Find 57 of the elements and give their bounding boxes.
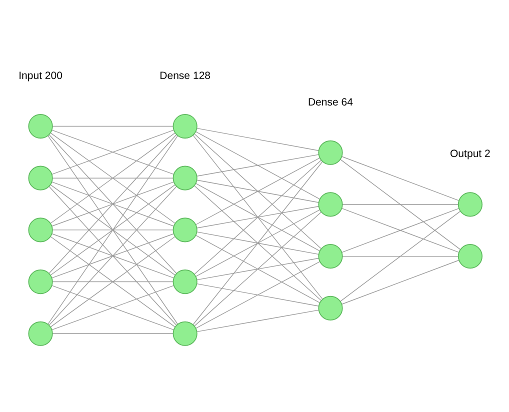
connector — [196, 283, 320, 306]
connector — [342, 204, 459, 205]
connector — [192, 134, 323, 300]
node-circle — [172, 269, 198, 294]
connector — [341, 208, 460, 253]
node-circle — [172, 321, 198, 346]
label: Input 200 — [18, 70, 63, 82]
connector — [48, 186, 177, 326]
connector — [52, 333, 174, 334]
label: Dense 64 — [308, 96, 354, 108]
connector — [196, 310, 320, 332]
node-circle — [318, 244, 343, 269]
node-circle — [458, 244, 482, 269]
connector — [196, 128, 320, 151]
node-circle — [28, 166, 53, 190]
connector — [196, 258, 320, 280]
node-circle — [172, 218, 198, 242]
connector — [52, 126, 174, 127]
connector — [195, 158, 320, 225]
node-circle — [172, 166, 198, 190]
label: Dense 128 — [160, 70, 211, 82]
connector — [340, 211, 460, 302]
label: Output 2 — [450, 148, 490, 160]
connector — [195, 261, 320, 329]
connector — [194, 212, 322, 326]
connector — [341, 156, 460, 201]
connector — [194, 186, 322, 301]
node-circle — [318, 296, 343, 320]
connector — [52, 233, 174, 278]
connector — [340, 159, 460, 250]
connector — [194, 134, 322, 250]
connector — [196, 232, 320, 255]
connector — [192, 161, 323, 325]
node-circle — [28, 218, 53, 242]
connector — [341, 260, 460, 305]
connector — [52, 285, 174, 330]
connector — [52, 182, 174, 226]
node-circle — [318, 192, 343, 217]
connector — [196, 154, 320, 176]
connector — [195, 131, 320, 200]
connector — [196, 206, 320, 228]
connector — [195, 209, 320, 277]
connector — [52, 281, 174, 282]
node-circle — [318, 140, 343, 165]
node-circle — [28, 321, 53, 346]
connector — [195, 234, 320, 304]
node-circle — [28, 269, 53, 294]
connector — [48, 134, 177, 274]
connector — [50, 236, 176, 328]
connector — [342, 256, 459, 257]
connector — [195, 183, 320, 252]
connector — [52, 130, 174, 175]
connector — [194, 160, 322, 274]
node-circle — [458, 192, 482, 217]
connector — [196, 180, 320, 203]
node-circle — [28, 114, 53, 139]
node-circle — [172, 114, 198, 139]
